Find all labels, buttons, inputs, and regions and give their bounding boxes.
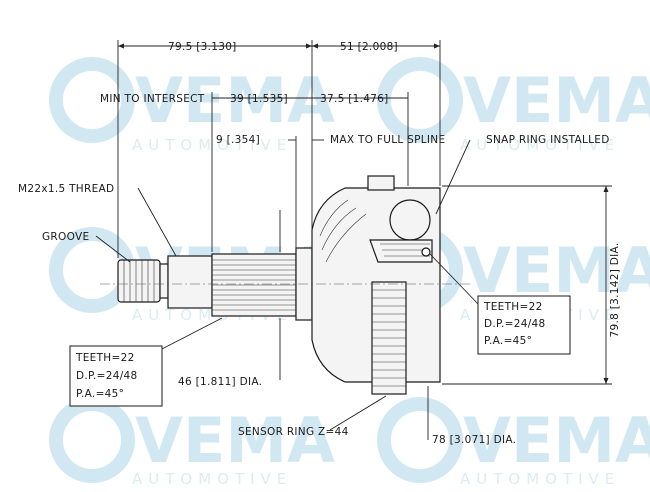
callout-sensor-ring: SENSOR RING Z=44 (238, 426, 349, 438)
callout-thread: M22x1.5 THREAD (18, 183, 114, 195)
spec-inner-pa: P.A.=45° (484, 335, 532, 347)
watermark-logo-icon (49, 57, 135, 143)
dim-head-offset: 37.5 [1.476] (320, 93, 389, 105)
spec-box-inner: TEETH=22 D.P.=24/48 P.A.=45° (477, 295, 571, 355)
dim-spline-offset: 9 [.354] (216, 134, 260, 146)
watermark-brand: VEMA (463, 64, 650, 137)
watermark-brand: VEMA (135, 64, 335, 137)
dim-outer-diameter: 79.8 [3.142] DIA. (609, 243, 621, 338)
spec-inner-dp: D.P.=24/48 (484, 318, 546, 330)
callout-groove: GROOVE (42, 231, 89, 243)
watermark-sub: AUTOMOTIVE (132, 136, 292, 154)
groove (159, 263, 169, 299)
dim-shaft-diameter: 46 [1.811] DIA. (178, 376, 262, 388)
watermark-brand: VEMA (135, 404, 335, 477)
dimension-lines (95, 40, 612, 440)
snap-ring (421, 247, 431, 257)
dim-sensor-diameter: 78 [3.071] DIA. (432, 434, 516, 446)
watermark-logo-icon (49, 227, 135, 313)
callout-snap-ring: SNAP RING INSTALLED (486, 134, 610, 146)
watermark-logo-icon (49, 397, 135, 483)
threaded-stub (117, 259, 161, 303)
splined-shaft (211, 253, 297, 317)
spec-outer-dp: D.P.=24/48 (76, 370, 138, 382)
sensor-ring (371, 281, 407, 395)
spec-outer-teeth: TEETH=22 (75, 352, 135, 364)
cv-joint-part (100, 175, 470, 395)
top-cap (367, 175, 395, 191)
watermark-brand: VEMA (463, 234, 650, 307)
label-min-to-intersect: MIN TO INTERSECT (100, 93, 205, 105)
dim-min-to-intersect: 39 [1.535] (230, 93, 288, 105)
watermark-logo-icon (377, 397, 463, 483)
dim-overall-length: 79.5 [3.130] (168, 41, 237, 53)
watermark-sub: AUTOMOTIVE (132, 470, 292, 488)
watermark-logo-icon (377, 57, 463, 143)
spec-outer-pa: P.A.=45° (76, 388, 124, 400)
inner-ball (389, 199, 431, 241)
watermark-bottom-right: VEMA AUTOMOTIVE (377, 397, 650, 488)
watermark-top-left: VEMA AUTOMOTIVE (49, 57, 335, 154)
shaft (167, 255, 213, 309)
label-max-to-full-spline: MAX TO FULL SPLINE (330, 134, 445, 146)
watermark-brand: VEMA (463, 404, 650, 477)
watermark-top-right: VEMA AUTOMOTIVE (377, 57, 650, 154)
inner-race (369, 239, 433, 263)
dim-head-length: 51 [2.008] (340, 41, 398, 53)
spec-inner-teeth: TEETH=22 (483, 301, 543, 313)
spec-box-outer: TEETH=22 D.P.=24/48 P.A.=45° (69, 345, 163, 407)
watermark-sub: AUTOMOTIVE (460, 470, 620, 488)
watermark-sub: AUTOMOTIVE (460, 136, 620, 154)
watermark-bottom-left: VEMA AUTOMOTIVE (49, 397, 335, 488)
